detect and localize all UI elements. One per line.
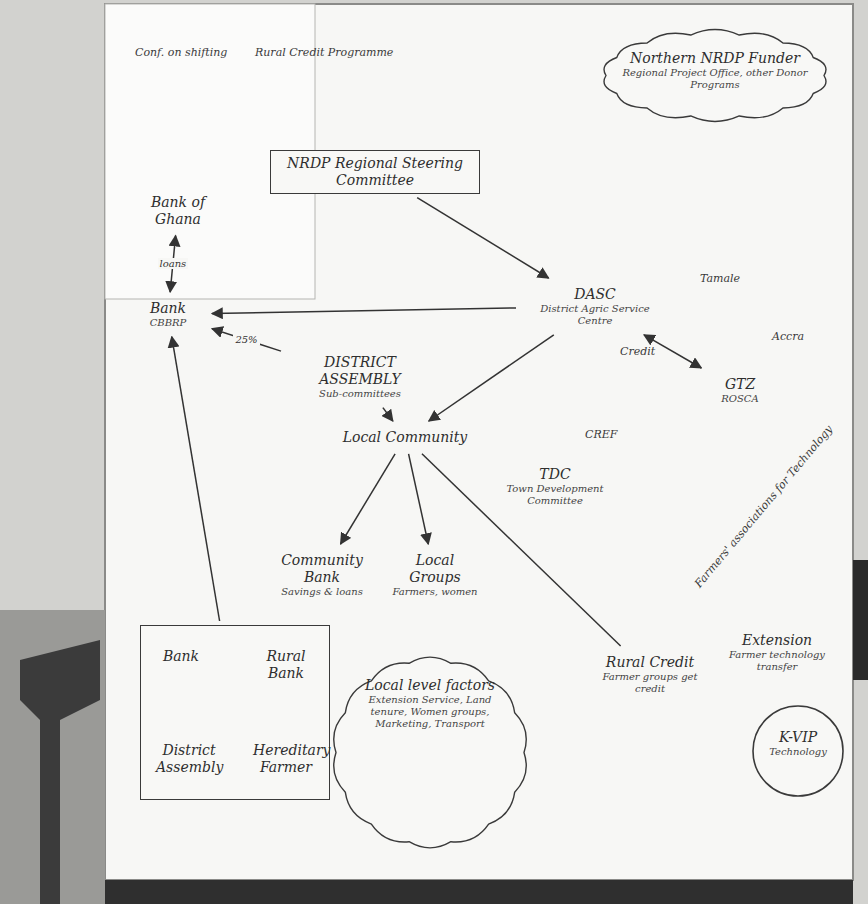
node-note: Savings & loans [279,586,365,598]
node-title: DISTRICT ASSEMBLY [292,354,428,388]
handwritten-note: Tamale [700,272,740,285]
handwritten-note: Rural Credit Programme [255,46,393,59]
cloud-note: Northern NRDP FunderRegional Project Off… [600,28,830,123]
handwritten-node: Local GroupsFarmers, women [385,548,485,602]
node-note: CBBRP [135,317,201,329]
node-title: Extension [719,632,835,649]
stand-leg [20,640,100,904]
node-title: Northern NRDP Funder [622,50,808,67]
node-title: Local Groups [392,552,478,586]
node-title: District Assembly [156,742,222,776]
node-title: Rural Credit [597,654,703,671]
handwritten-node: DISTRICT ASSEMBLYSub-committees [285,350,435,404]
node-title: K-VIP [758,729,838,746]
node-note: Farmer technology transfer [719,649,835,673]
node-title: Bank [135,300,201,317]
handwritten-node: ExtensionFarmer technology transfer [712,628,842,677]
node-note: Technology [758,746,838,758]
connector-arrow [383,408,393,421]
handwritten-note: Credit [620,345,655,358]
connector-arrow [212,308,516,314]
node-title: Bank [158,648,204,665]
node-title: Hereditary Farmer [253,742,319,776]
node-title: Bank of Ghana [135,194,221,228]
connector-arrow [172,337,220,621]
handwritten-node: Bank of Ghana [128,190,228,232]
side-shadow [0,610,105,904]
node-note: Farmer groups get credit [597,671,703,695]
node-note: Farmers, women [392,586,478,598]
cycle-frame: Bank Rural BankHereditary Farmer District … [140,625,330,800]
edge-label: 25% [233,334,259,345]
connector-arrow [417,198,548,278]
circle-node: K-VIPTechnology [752,705,844,797]
process-box: NRDP Regional Steering Committee [270,150,480,194]
cycle-node: Rural Bank [251,644,321,686]
handwritten-node: TDCTown Development Committee [495,462,615,511]
node-note: Sub-committees [292,388,428,400]
flipchart-board [105,4,853,880]
node-title: DASC [527,286,663,303]
node-title: GTZ [707,376,773,393]
node-note: ROSCA [707,393,773,405]
handwritten-node: DASCDistrict Agric Service Centre [520,282,670,331]
node-title: Local Community [327,429,483,446]
node-note: District Agric Service Centre [527,303,663,327]
connector-arrow [212,329,281,351]
connector-arrow [409,454,429,544]
node-note: Town Development Committee [502,483,608,507]
cycle-node: Bank [151,644,211,669]
handwritten-note: CREF [585,428,617,441]
edge-label: loans [158,258,189,269]
node-note: Regional Project Office, other Donor Pro… [622,67,808,91]
connector-arrow [422,454,621,646]
cycle-node: Hereditary Farmer [246,738,326,780]
connector-arrow [341,454,395,544]
node-title: NRDP Regional Steering Committee [278,155,472,189]
connector-arrow [429,335,554,421]
handwritten-node: GTZROSCA [700,372,780,409]
handwritten-node: Local Community [320,425,490,450]
node-title: Rural Bank [258,648,314,682]
cloud-note: Local level factorsExtension Service, La… [330,655,530,850]
circle-outline-path [753,706,843,796]
node-title: Local level factors [352,677,508,694]
cloud-outline-path [334,657,527,848]
node-title: Community Bank [279,552,365,586]
handwritten-node: BankCBBRP [128,296,208,333]
cloud-outline-path [604,30,826,122]
handwritten-note: Conf. on shifting [135,46,227,59]
handwritten-node: Rural CreditFarmer groups get credit [590,650,710,699]
handwritten-node: Community BankSavings & loans [272,548,372,602]
node-note: Extension Service, Land tenure, Women gr… [352,694,508,730]
node-title: TDC [502,466,608,483]
cycle-node: District Assembly [149,738,229,780]
handwritten-note: Farmers' associations for Technology [692,423,835,590]
handwritten-note: Accra [772,330,804,343]
board-clip [853,560,868,680]
board-tray [105,880,853,904]
